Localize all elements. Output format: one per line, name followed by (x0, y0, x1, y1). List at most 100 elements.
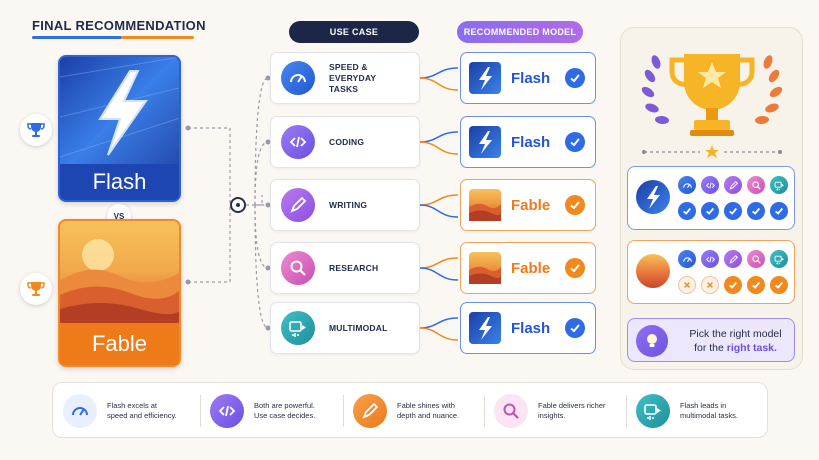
summary-text-line: Flash excels at (107, 401, 158, 410)
pen-icon (724, 250, 742, 268)
summary-text-line: multimodal tasks. (680, 411, 738, 420)
check-icon (565, 68, 585, 88)
use-case-header: USE CASE (289, 21, 419, 43)
recommended-model-name: Flash (511, 133, 551, 151)
check-icon (565, 195, 585, 215)
check-icon (701, 202, 719, 220)
sunset-mountains-icon (60, 239, 179, 327)
use-case-label-line: TASKS (329, 83, 359, 94)
lightbulb-icon (636, 325, 668, 357)
flash-card-label: Flash (60, 164, 179, 200)
pen-icon (724, 176, 742, 194)
recommended-model-name: Flash (511, 319, 551, 337)
gauge-icon (63, 394, 97, 428)
check-icon (565, 318, 585, 338)
flash-thumbnail-icon (469, 62, 501, 94)
use-case-label-line: MULTIMODAL (329, 322, 388, 333)
check-icon (565, 258, 585, 278)
use-case-label: WRITING (329, 200, 367, 211)
summary-item: Both are powerful.Use case decides. (210, 383, 315, 439)
summary-text-line: Use case decides. (254, 411, 316, 420)
use-case-label: MULTIMODAL (329, 323, 388, 334)
recommended-model-header: RECOMMENDED MODEL (457, 21, 583, 43)
flash-comparison-card (627, 166, 795, 230)
tip-line-2-highlight: right task. (726, 342, 777, 354)
use-case-row: WRITING (270, 179, 420, 231)
summary-text-line: Both are powerful. (254, 401, 315, 410)
use-case-row: MULTIMODAL (270, 302, 420, 354)
pen-icon (281, 188, 315, 222)
title-underline (32, 36, 194, 39)
check-icon (724, 202, 742, 220)
media-icon (281, 311, 315, 345)
summary-text-line: insights. (538, 411, 566, 420)
summary-text-line: Fable delivers richer (538, 401, 606, 410)
page-title: FINAL RECOMMENDATION (32, 18, 206, 33)
magnifier-icon (494, 394, 528, 428)
recommended-model-name: Fable (511, 196, 551, 214)
recommended-model-row: Flash (460, 116, 596, 168)
fable-thumbnail-icon (469, 252, 501, 284)
tip-line-2-prefix: for the (694, 342, 727, 354)
check-icon (565, 132, 585, 152)
cross-icon (701, 276, 719, 294)
magnifier-icon (281, 251, 315, 285)
magnifier-icon (747, 250, 765, 268)
use-case-label: CODING (329, 137, 364, 148)
flash-model-card: Flash (58, 55, 181, 202)
recommended-model-row: Flash (460, 302, 596, 354)
fable-model-card: Fable (58, 219, 181, 367)
use-case-label-line: SPEED & (329, 61, 368, 72)
divider (484, 395, 485, 427)
tip-line-2: for the right task. (678, 341, 793, 355)
gauge-icon (678, 250, 696, 268)
tip-line-1: Pick the right model (689, 328, 782, 340)
media-icon (770, 176, 788, 194)
divider (626, 395, 627, 427)
use-case-label-line: EVERYDAY (329, 72, 377, 83)
code-icon (281, 125, 315, 159)
pen-icon (353, 394, 387, 428)
fable-card-label: Fable (60, 323, 179, 365)
summary-text-line: Fable shines with (397, 401, 455, 410)
magnifier-icon (747, 176, 765, 194)
recommended-model-row: Fable (460, 242, 596, 294)
code-icon (701, 176, 719, 194)
check-icon (770, 276, 788, 294)
recommended-model-name: Flash (511, 69, 551, 87)
media-icon (636, 394, 670, 428)
check-icon (747, 202, 765, 220)
trophy-laurel-icon (641, 54, 783, 158)
trophy-icon-fable (20, 273, 52, 305)
tip-callout: Pick the right model for the right task. (627, 318, 795, 362)
media-icon (770, 250, 788, 268)
fable-comparison-card (627, 240, 795, 304)
code-icon (701, 250, 719, 268)
check-icon (724, 276, 742, 294)
gauge-icon (678, 176, 696, 194)
code-icon (210, 394, 244, 428)
check-icon (770, 202, 788, 220)
divider (200, 395, 201, 427)
use-case-row: RESEARCH (270, 242, 420, 294)
gauge-icon (281, 61, 315, 95)
cross-icon (678, 276, 696, 294)
summary-text-line: Flash leads in (680, 401, 727, 410)
summary-text: Both are powerful.Use case decides. (254, 401, 315, 421)
flash-thumbnail-icon (469, 312, 501, 344)
use-case-label-line: WRITING (329, 199, 368, 210)
summary-text-line: depth and nuance. (397, 411, 460, 420)
use-case-label-line: CODING (329, 136, 365, 147)
